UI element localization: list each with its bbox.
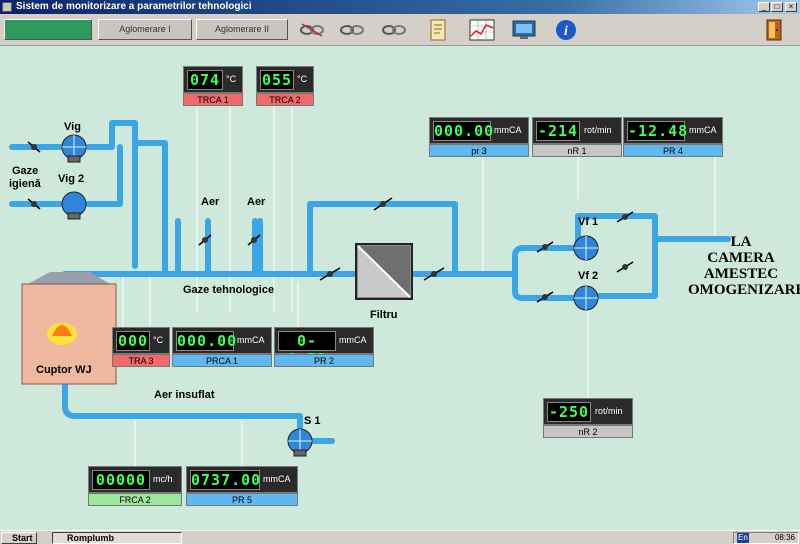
chain-link-icon[interactable] (338, 17, 366, 43)
aer1-label: Aer (201, 196, 220, 208)
display-unit: °C (297, 74, 308, 84)
destination-label: LA CAMERA AMESTEC OMOGENIZARE (688, 234, 800, 298)
display-unit: mmCA (263, 474, 291, 484)
app-icon (2, 2, 12, 12)
pipe-network (9, 91, 731, 466)
tag-label: nR 1 (532, 144, 622, 157)
clock: 08:36 (774, 533, 795, 542)
tab-aglomerare-1[interactable]: Aglomerare I (98, 19, 192, 40)
display-unit: rot/min (595, 406, 623, 416)
tag-label: FRCA 2 (88, 493, 182, 506)
s1-label: S 1 (304, 415, 321, 427)
display-unit: mmCA (237, 335, 265, 345)
title-bar: Sistem de monitorizare a parametrilor te… (0, 0, 800, 14)
display-value: -214 (536, 121, 580, 141)
display-value: 0737.00 (190, 470, 262, 490)
trend-chart-icon[interactable] (468, 17, 496, 43)
system-tray: En 08:36 (733, 532, 799, 544)
destination-line: AMESTEC (703, 266, 779, 282)
vf1-label: Vf 1 (578, 216, 599, 228)
vf2-label: Vf 2 (578, 270, 599, 282)
furnace (21, 272, 117, 385)
exit-door-icon[interactable] (760, 17, 788, 43)
display-unit: rot/min (584, 125, 612, 135)
tag-label: TRCA 2 (256, 93, 314, 106)
destination-line: CAMERA (707, 250, 775, 266)
display-value: 000 (116, 331, 150, 351)
fans (61, 134, 599, 457)
display-value: 000.00 (433, 121, 495, 141)
window-title: Sistem de monitorizare a parametrilor te… (16, 1, 252, 12)
tag-label: PR 5 (186, 493, 298, 506)
tag-label: TRA 3 (112, 354, 170, 367)
close-button[interactable]: × (785, 2, 797, 12)
display-value: 074 (187, 70, 223, 90)
vig2-label: Vig 2 (58, 173, 85, 185)
aer-insuflat-label: Aer insuflat (154, 389, 215, 401)
tag-label: PR 2 (274, 354, 374, 367)
language-indicator[interactable]: En (737, 533, 749, 543)
display-value: -12.48 (627, 121, 689, 141)
taskbar-item-romplumb[interactable]: Romplumb (52, 532, 182, 544)
maximize-button[interactable]: □ (771, 2, 783, 12)
process-diagram: Vig Vig 2 Gaze igienă Aer Aer Gaze tehno… (0, 46, 800, 530)
tag-label: PR 4 (623, 144, 723, 157)
gaze-tehnologice-label: Gaze tehnologice (183, 284, 275, 296)
display-value: 00000 (92, 470, 150, 490)
monitor-icon[interactable] (510, 17, 538, 43)
display-value: 000.00 (176, 331, 238, 351)
display-unit: mmCA (689, 125, 717, 135)
tag-label: TRCA 1 (183, 93, 243, 106)
vig-label: Vig (64, 121, 81, 133)
minimize-button[interactable]: _ (758, 2, 770, 12)
display-unit: °C (153, 335, 164, 345)
chain-link-icon[interactable] (380, 17, 408, 43)
cuptor-label: Cuptor WJ (36, 364, 92, 376)
svg-text:i: i (564, 24, 568, 39)
valve-discs (31, 144, 628, 300)
igiena-label: igienă (9, 178, 41, 190)
display-unit: mmCA (494, 125, 522, 135)
tag-label: pr 3 (429, 144, 529, 157)
display-value: 055 (260, 70, 294, 90)
signal-lines (122, 91, 716, 466)
status-indicator-button[interactable] (4, 19, 92, 40)
filter-unit (355, 243, 413, 300)
tab-aglomerare-2[interactable]: Aglomerare II (196, 19, 288, 40)
aer2-label: Aer (247, 196, 266, 208)
destination-line: OMOGENIZARE (688, 282, 800, 298)
display-unit: mmCA (339, 335, 367, 345)
script-icon[interactable] (424, 17, 452, 43)
display-unit: mc/h (153, 474, 173, 484)
display-unit: °C (226, 74, 237, 84)
gaze-label: Gaze (12, 165, 39, 177)
tag-label: PRCA 1 (172, 354, 272, 367)
taskbar: Start Romplumb En 08:36 (0, 530, 800, 544)
start-button[interactable]: Start (1, 532, 37, 544)
display-value: 0-8.53 (278, 331, 336, 368)
destination-line: LA (730, 234, 752, 250)
info-icon[interactable]: i (552, 17, 580, 43)
toolbar: Aglomerare I Aglomerare II i (0, 14, 800, 46)
chain-link-icon[interactable] (298, 17, 326, 43)
display-value: -250 (547, 402, 591, 422)
tag-label: nR 2 (543, 425, 633, 438)
filtru-label: Filtru (370, 309, 398, 321)
